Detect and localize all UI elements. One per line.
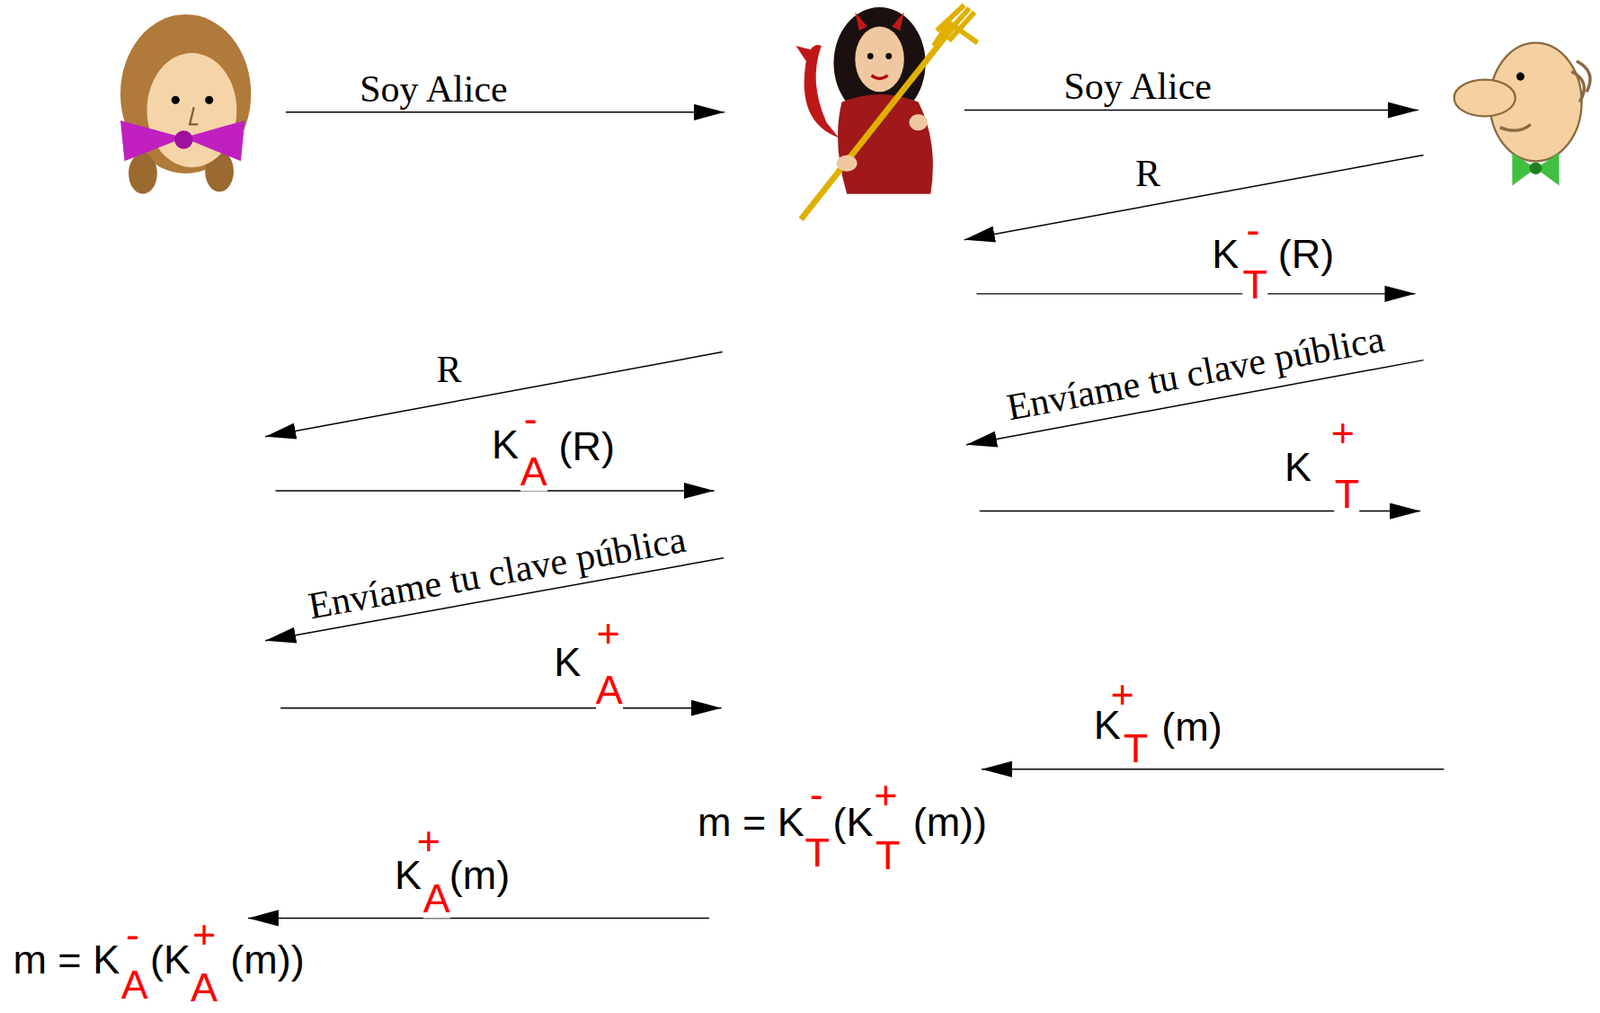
key-expression: (R): [559, 426, 615, 467]
key-index: +: [595, 612, 620, 653]
key-expression: m = K: [697, 800, 805, 842]
key-index: -: [524, 398, 538, 439]
key-index: A: [520, 451, 548, 492]
key-index: -: [125, 913, 140, 954]
message-arrow: [964, 109, 1419, 111]
key-expression: K: [1211, 232, 1239, 274]
trudy-figure: [795, 5, 978, 220]
key-expression: m = K: [12, 939, 120, 980]
key-expression: (m): [449, 853, 510, 895]
key-expression: (m)): [913, 800, 987, 842]
message-arrow: [280, 707, 721, 709]
key-expression: K: [553, 640, 581, 682]
message-arrows: [248, 110, 1444, 919]
message-arrow: [285, 111, 725, 113]
key-index: A: [595, 669, 623, 711]
key-expression: (R): [1278, 232, 1334, 274]
message-label: Envíame tu clave pública: [305, 519, 689, 625]
key-expression: (m)): [230, 939, 304, 980]
bob-figure: [1454, 43, 1591, 187]
key-expression: K: [1284, 445, 1312, 487]
key-index: A: [423, 877, 451, 918]
alice-figure: [120, 14, 251, 195]
message-arrow: [964, 155, 1424, 240]
key-index: A: [190, 966, 218, 1007]
key-index: T: [805, 831, 831, 872]
key-expression: (K: [833, 800, 874, 842]
key-expression: (m): [1161, 706, 1222, 747]
key-index: +: [873, 774, 898, 816]
key-index: +: [192, 913, 216, 954]
key-expression: K: [491, 423, 519, 464]
key-index: -: [1246, 209, 1261, 250]
key-index: T: [875, 835, 901, 876]
message-label: Envíame tu clave pública: [1004, 320, 1387, 427]
key-index: A: [121, 964, 149, 1005]
key-index: +: [417, 820, 441, 862]
message-label: Soy Alice: [1064, 67, 1213, 106]
key-index: -: [809, 773, 824, 815]
message-arrow: [275, 489, 715, 491]
message-label: Soy Alice: [359, 70, 508, 108]
key-index: T: [1243, 263, 1269, 304]
message-label: R: [435, 350, 462, 389]
message-label: R: [1135, 154, 1161, 193]
key-index: +: [1331, 412, 1355, 454]
message-arrow: [981, 768, 1444, 770]
key-index: +: [1111, 673, 1135, 714]
message-arrow: [248, 917, 710, 919]
key-index: T: [1123, 728, 1149, 769]
key-index: T: [1334, 473, 1360, 515]
key-expression: (K: [150, 939, 191, 980]
message-arrow: [976, 293, 1415, 294]
